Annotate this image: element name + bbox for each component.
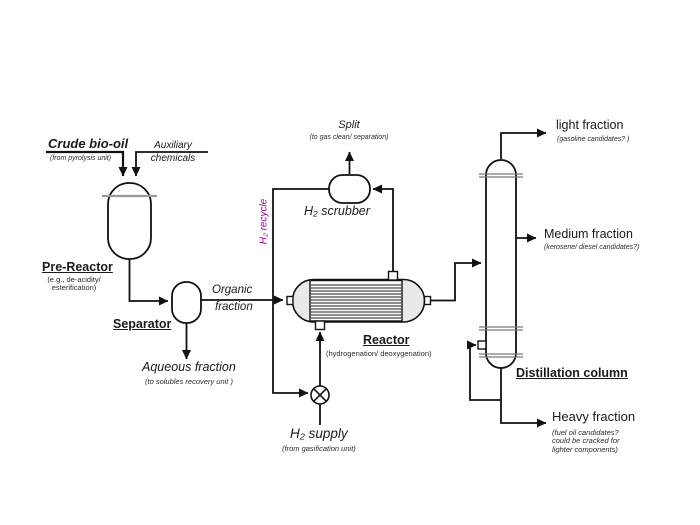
reactor-right-nozzle xyxy=(423,295,432,306)
reactor-left-nozzle xyxy=(286,295,294,306)
h2-recycle-label: H₂ recycle xyxy=(258,198,270,245)
auxiliary-chemicals-line xyxy=(131,151,208,177)
auxiliary-chemicals-label-line1: Auxiliary xyxy=(154,140,192,151)
light-fraction-label: light fraction xyxy=(556,118,624,132)
organic-fraction-label-line1: Organic xyxy=(212,284,253,296)
reactor-vessel xyxy=(286,270,432,331)
separator-label: Separator xyxy=(113,317,172,331)
reactor-sublabel: (hydrogenation/ deoxygenation) xyxy=(326,349,432,358)
light-fraction-sublabel: (gasoline candidates? ) xyxy=(557,136,630,143)
distillation-column-vessel xyxy=(477,159,523,369)
reactor-bottom-nozzle xyxy=(314,320,326,331)
crude-bio-oil-sublabel: (from pyrolysis unit) xyxy=(50,155,112,162)
medium-fraction-sublabel: (kerosene/ diesel candidates?) xyxy=(544,244,640,251)
heavy-fraction-label: Heavy fraction xyxy=(552,409,636,424)
crude-bio-oil-line xyxy=(46,150,128,177)
medium-fraction-label: Medium fraction xyxy=(544,227,633,241)
aqueous-fraction-sublabel: (to solubles recovery unit ) xyxy=(145,377,233,386)
heavy-fraction-sublabel: (fuel oil candidates? could be cracked f… xyxy=(552,428,620,454)
reactor-label: Reactor xyxy=(363,333,410,347)
h2-recycle-line xyxy=(272,188,329,398)
distillation-column-label: Distillation column xyxy=(516,366,628,380)
heavy-fraction-line xyxy=(500,368,547,428)
auxiliary-chemicals-label-line2: chemicals xyxy=(150,153,196,164)
h2-scrubber-vessel xyxy=(328,174,371,204)
h2-supply-label: H₂ supply xyxy=(290,426,348,441)
flow-lines xyxy=(46,128,547,428)
mixer-valve-icon xyxy=(310,385,330,405)
crude-bio-oil-label: Crude bio-oil xyxy=(48,136,129,151)
reboiler-loop-line xyxy=(467,340,501,401)
reactor-tube-lines xyxy=(311,284,401,319)
pre-reactor-vessel xyxy=(102,182,157,260)
h2-supply-sublabel: (from gasification unit) xyxy=(282,444,356,453)
reactor-outlet-line xyxy=(430,258,482,302)
split-label: Split xyxy=(338,119,360,131)
column-tray-lines xyxy=(479,173,523,358)
column-reboiler-nozzle xyxy=(477,340,487,350)
pre-reactor-outlet-line xyxy=(128,258,169,306)
separator-vessel xyxy=(171,281,202,324)
pre-reactor-label: Pre-Reactor xyxy=(42,260,113,274)
h2-scrubber-label: H₂ scrubber xyxy=(304,204,370,218)
reactor-gas-line xyxy=(372,184,394,271)
pre-reactor-sublabel: (e.g., de-acidity/ esterification) xyxy=(47,275,101,293)
organic-fraction-label-line2: fraction xyxy=(215,301,253,313)
reactor-top-nozzle xyxy=(387,270,399,281)
split-sublabel: (to gas clean/ separation) xyxy=(309,134,389,141)
aqueous-fraction-label: Aqueous fraction xyxy=(142,360,236,374)
light-fraction-line xyxy=(500,128,547,159)
